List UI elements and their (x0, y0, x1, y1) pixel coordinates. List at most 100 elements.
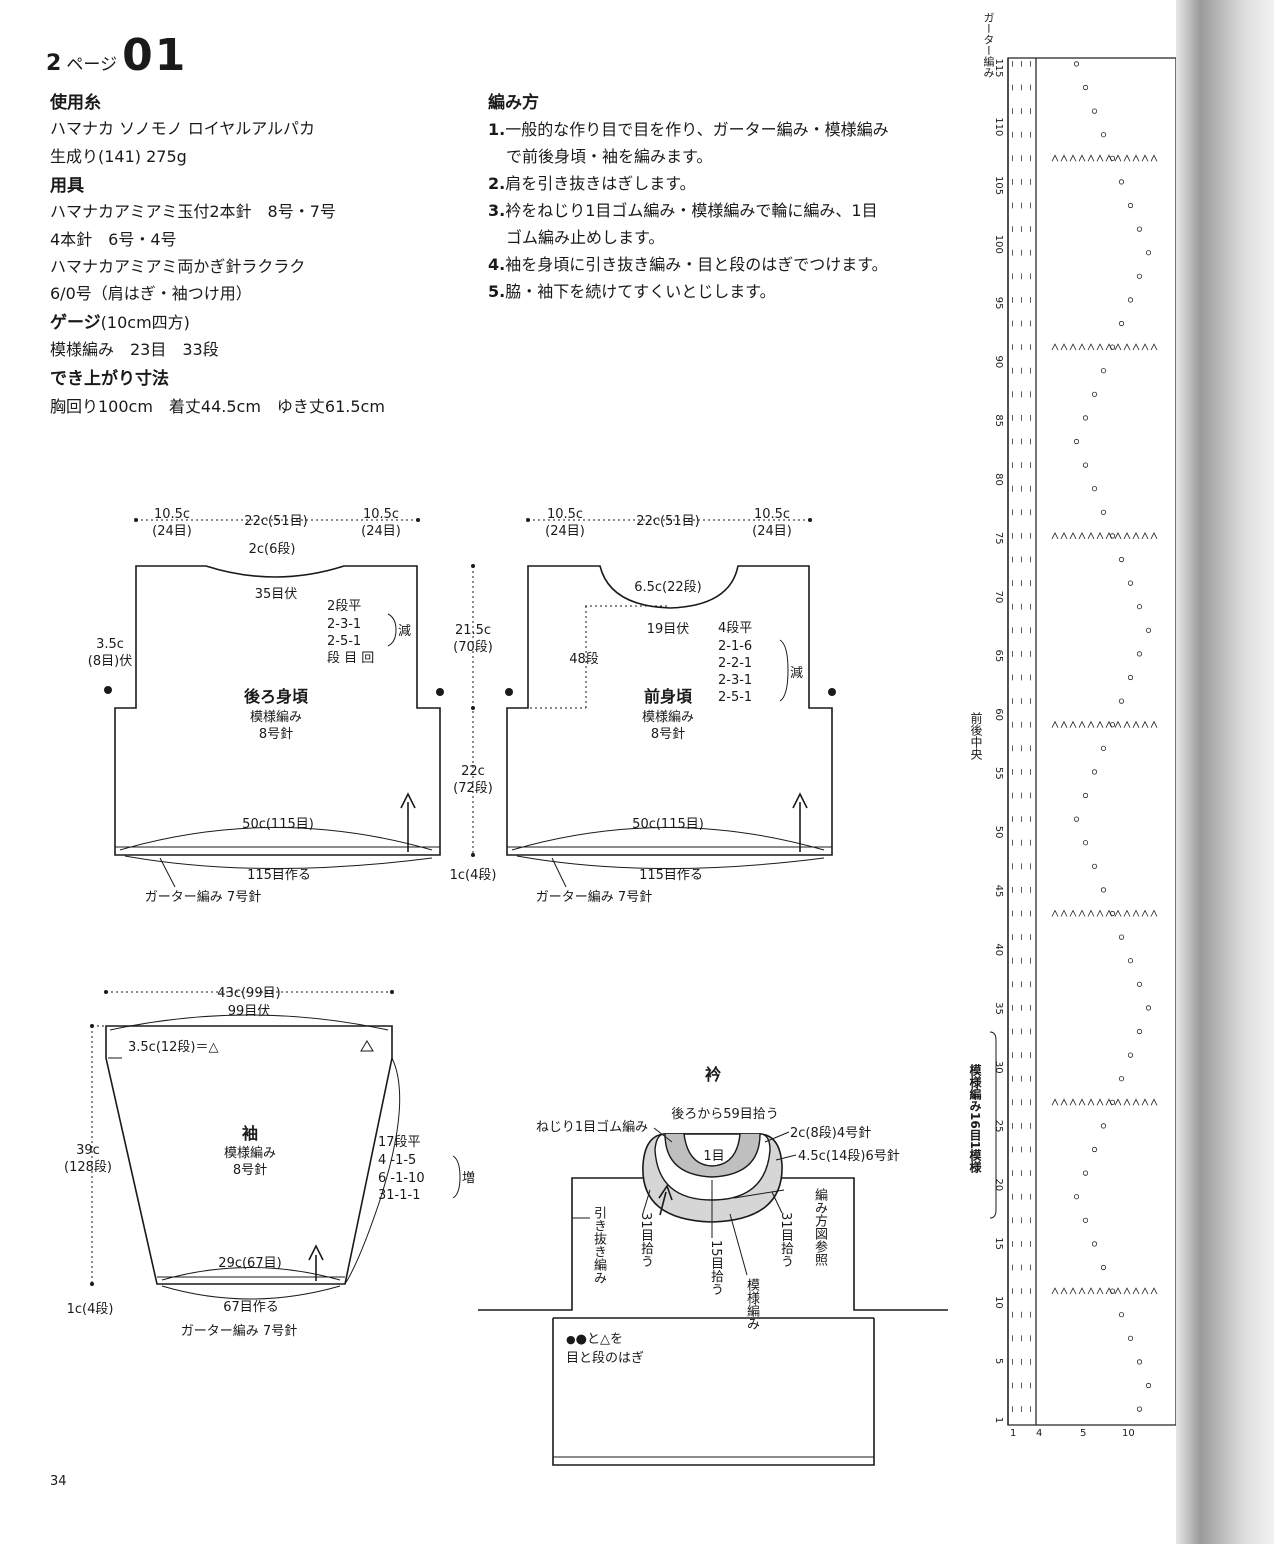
collar-right-31: 31目拾う (778, 1212, 793, 1268)
chart-dec-mark (1141, 909, 1149, 917)
chart-yo-mark (1091, 1241, 1098, 1247)
step-5-number: 5. (488, 282, 506, 301)
chart-dec-mark (1141, 720, 1149, 728)
step-3-number: 3. (488, 201, 506, 220)
chart-dec-mark (1078, 532, 1086, 540)
chart-row-label: 95 (993, 297, 1004, 310)
chart-dec-mark (1105, 343, 1113, 351)
collar-join: ●●と△を (566, 1328, 623, 1347)
chart-dec-mark (1114, 1098, 1122, 1106)
chart-yo-mark (1100, 1123, 1107, 1129)
sleeve-height-rows: (128段) (64, 1160, 112, 1175)
chart-dec-mark (1123, 720, 1131, 728)
step-1-text: 一般的な作り目で目を作り、ガーター編み・模様編み (505, 120, 889, 139)
chart-yo-mark (1073, 1194, 1080, 1200)
yarn-line-2: 生成り(141) 275g (50, 147, 187, 166)
chart-dec-mark (1051, 532, 1059, 540)
chart-dec-mark (1150, 1287, 1158, 1295)
chart-dec-mark (1132, 1287, 1140, 1295)
back-armhole: 3.5c (96, 637, 124, 652)
chart-dec-mark (1060, 532, 1068, 540)
chart-dec-mark (1123, 343, 1131, 351)
collar-left-31: 31目拾う (638, 1212, 653, 1268)
chart-row-label: 80 (993, 473, 1004, 486)
back-neck-depth: 2c(6段) (249, 542, 296, 557)
chart-yo-mark (1136, 981, 1143, 987)
collar-ref: 編み方図参照 (812, 1188, 827, 1266)
front-dec-1: 2-1-6 (718, 639, 752, 654)
front-dec-3: 2-3-1 (718, 673, 752, 688)
sleeve-hem: 1c(4段) (67, 1302, 114, 1317)
chart-yo-mark (1118, 1312, 1125, 1318)
front-rows-48: 48段 (569, 652, 599, 667)
chart-row-label: 25 (993, 1120, 1004, 1133)
gauge-heading: ゲージ(10cm四方) (50, 308, 190, 333)
chart-dec-mark (1069, 1098, 1077, 1106)
chart-row-label: 20 (993, 1179, 1004, 1192)
collar-rib-size: 2c(8段)4号針 (790, 1126, 871, 1141)
chart-dec-mark (1123, 154, 1131, 162)
chart-dec-mark (1150, 532, 1158, 540)
lower-rows: (72段) (453, 781, 493, 796)
back-top-right-width: 10.5c (363, 507, 399, 522)
hem-height: 1c(4段) (450, 868, 497, 883)
chart-row-label: 40 (993, 943, 1004, 956)
gauge-note: (10cm四方) (100, 313, 190, 332)
tools-line-4: 6/0号（肩はぎ・袖つけ用） (50, 284, 252, 303)
chart-col-label-1: 1 (1010, 1428, 1017, 1439)
front-title: 前身頃 (644, 687, 693, 706)
step-5: 5.脇・袖下を続けてすくいとじします。 (488, 278, 776, 302)
pattern-number: 01 (122, 30, 188, 81)
chart-row-label: 110 (993, 117, 1004, 136)
chart-yo-mark (1091, 486, 1098, 492)
collar-join-text: ●と△を (575, 1332, 623, 1347)
chart-col-label-5: 5 (1080, 1428, 1087, 1439)
chart-row-label: 5 (993, 1358, 1004, 1364)
chart-yo-mark (1118, 698, 1125, 704)
step-2: 2.肩を引き抜きはぎします。 (488, 170, 696, 194)
chart-dec-mark (1141, 343, 1149, 351)
chart-dec-mark (1051, 343, 1059, 351)
chart-dec-mark (1123, 1098, 1131, 1106)
chart-yo-mark (1118, 556, 1125, 563)
collar-title: 衿 (705, 1065, 721, 1084)
collar-slip-label: 引き抜き編み (591, 1206, 606, 1284)
back-top-right-st: (24目) (361, 524, 401, 539)
chart-dec-mark (1087, 154, 1095, 162)
chart-dec-mark (1069, 343, 1077, 351)
chart-yo-mark (1127, 674, 1134, 681)
size-title: でき上がり寸法 (50, 369, 169, 389)
chart-dec-mark (1132, 154, 1140, 162)
chart-row-label: 1 (993, 1417, 1004, 1423)
chart-dec-mark (1123, 1287, 1131, 1295)
chart-dec-mark (1114, 720, 1122, 728)
chart-yo-mark (1091, 1146, 1098, 1153)
chart-yo-mark (1118, 934, 1125, 940)
chart-dec-mark (1114, 154, 1122, 162)
front-dec-word: 減 (790, 665, 803, 681)
front-neck-depth: 6.5c(22段) (634, 580, 702, 595)
front-width: 50c(115目) (632, 817, 704, 832)
chart-dec-mark (1069, 1287, 1077, 1295)
chart-dec-mark (1150, 154, 1158, 162)
chart-dec-mark (1123, 909, 1131, 917)
chart-yo-mark (1127, 1052, 1134, 1058)
sleeve-inc-word: 増 (462, 1171, 475, 1186)
chart-yo-mark (1091, 391, 1098, 397)
sleeve-garter: ガーター編み 7号針 (181, 1323, 297, 1339)
chart-yo-mark (1100, 745, 1107, 751)
chart-dec-mark (1114, 532, 1122, 540)
back-dec-1: 2段平 (327, 599, 361, 614)
chart-row-label: 30 (993, 1061, 1004, 1074)
body-height-dimensions: 21.5c (70段) 22c (72段) 1c(4段) (450, 564, 497, 883)
chart-dec-mark (1078, 1287, 1086, 1295)
back-dec-3: 2-5-1 (327, 634, 361, 649)
size-line: 胸回り100cm 着丈44.5cm ゆき丈61.5cm (50, 397, 385, 416)
chart-yo-mark (1136, 604, 1143, 610)
step-1-line-1: 1.一般的な作り目で目を作り、ガーター編み・模様編み (488, 116, 889, 140)
back-garter: ガーター編み 7号針 (145, 889, 261, 905)
collar-pattern-size: 4.5c(14段)6号針 (798, 1149, 900, 1164)
chart-row-label: 105 (993, 176, 1004, 195)
chart-yo-mark (1100, 368, 1107, 374)
front-neck-bind: 19目伏 (647, 622, 690, 637)
